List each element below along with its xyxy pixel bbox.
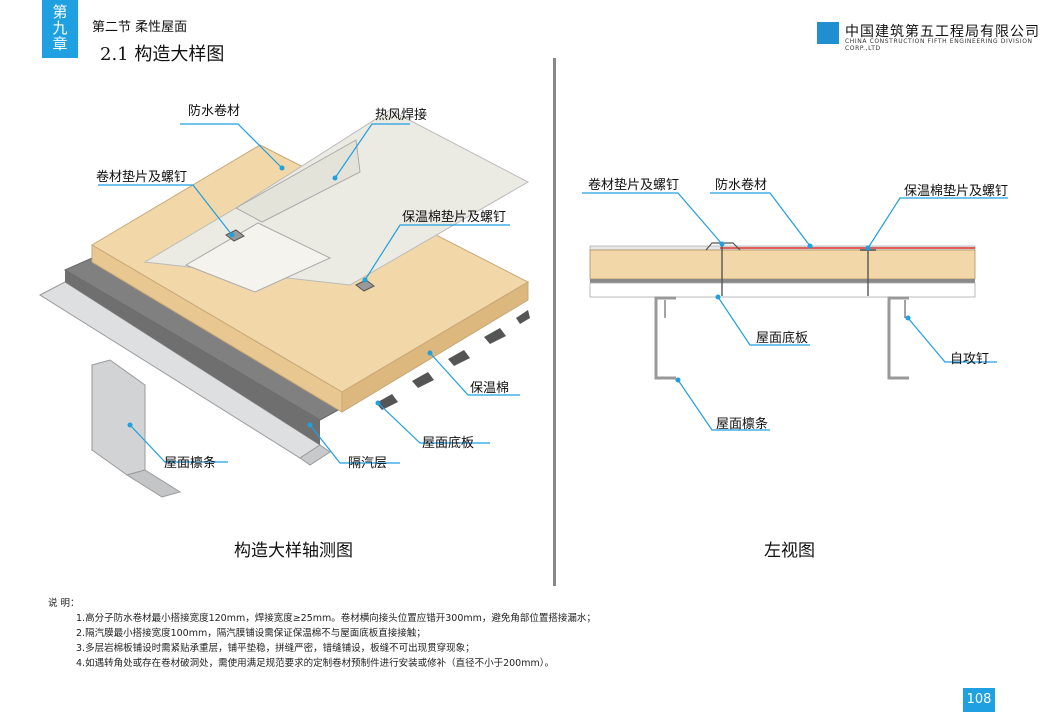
- notes-heading: 说 明：: [48, 598, 80, 609]
- deck-ribs: [376, 310, 530, 410]
- side-deck: [590, 279, 975, 283]
- caption-side-view: 左视图: [764, 541, 815, 561]
- label-self-tapping-screw: 自攻钉: [950, 352, 990, 367]
- label-deck: 屋面底板: [422, 436, 475, 451]
- page-title: 2.1 构造大样图: [100, 44, 225, 65]
- company-logo-icon: [817, 22, 839, 44]
- chapter-tab: 第 九 章: [42, 0, 78, 58]
- side-view-diagram: [582, 192, 1008, 431]
- chapter-char: 九: [52, 19, 68, 37]
- axonometric-diagram: [38, 109, 530, 498]
- side-deck-lower: [589, 282, 976, 298]
- section-title: 第二节 柔性屋面: [92, 20, 188, 35]
- vapor-barrier-front: [65, 270, 320, 445]
- chapter-char: 第: [52, 3, 68, 21]
- purlin-web: [91, 359, 146, 476]
- caption-axonometric: 构造大样轴测图: [234, 541, 353, 561]
- label-side-insulation-washer-screw: 保温棉垫片及螺钉: [904, 184, 1009, 199]
- label-insulation-washer-screw: 保温棉垫片及螺钉: [402, 210, 507, 225]
- label-side-washer-screw: 卷材垫片及螺钉: [588, 178, 680, 193]
- label-hot-weld: 热风焊接: [375, 108, 428, 123]
- purlin-right: [887, 296, 909, 380]
- label-side-deck: 屋面底板: [756, 331, 809, 346]
- note-item: 2.隔汽膜最小搭接宽度100mm，隔汽膜铺设需保证保温棉不与屋面底板直接接触；: [76, 628, 426, 639]
- insulation-washer-icon: [355, 279, 375, 292]
- label-side-membrane: 防水卷材: [715, 178, 768, 193]
- purlin-flange: [125, 469, 182, 498]
- center-divider: [553, 58, 556, 586]
- note-item: 3.多层岩棉板铺设时需紧贴承重层，铺平垫稳，拼缝严密，错缝铺设，板缝不可出现贯穿…: [76, 643, 475, 654]
- company-name: 中国建筑第五工程局有限公司: [845, 24, 1040, 40]
- label-purlin: 屋面檩条: [164, 456, 217, 471]
- page-number: 108: [963, 688, 995, 712]
- note-item: 1.高分子防水卷材最小搭接宽度120mm，焊接宽度≥25mm。卷材横向接头位置应…: [76, 613, 596, 624]
- chapter-char: 章: [52, 35, 68, 53]
- note-item: 4.如遇转角处或存在卷材破洞处，需使用满足规范要求的定制卷材预制件进行安装或修补…: [76, 658, 554, 669]
- insulation-side: [341, 281, 529, 413]
- label-membrane: 防水卷材: [188, 104, 241, 119]
- deck-side: [299, 444, 331, 466]
- label-washer-screw: 卷材垫片及螺钉: [96, 170, 188, 185]
- side-insulation: [589, 249, 976, 280]
- label-vapor-barrier: 隔汽层: [348, 456, 388, 471]
- company-name-en: CHINA CONSTRUCTION FIFTH ENGINEERING DIV…: [845, 38, 1033, 52]
- label-insulation: 保温棉: [470, 381, 510, 396]
- membrane-upper: [234, 139, 361, 223]
- notes-section: 说 明： 1.高分子防水卷材最小搭接宽度120mm，焊接宽度≥25mm。卷材横向…: [48, 596, 596, 671]
- label-side-purlin: 屋面檩条: [716, 417, 769, 432]
- purlin-left: [654, 296, 676, 380]
